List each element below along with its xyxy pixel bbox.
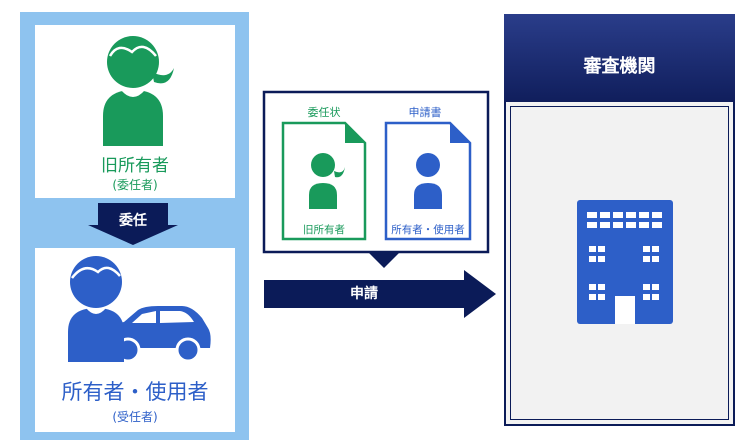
delegate-label: 委任 (119, 213, 147, 229)
letter-title: 委任状 (307, 106, 341, 119)
application-person: 所有者・使用者 (391, 224, 465, 236)
letter-person: 旧所有者 (303, 224, 345, 236)
new-owner-name: 所有者・使用者 (61, 380, 209, 404)
building-icon (577, 200, 673, 324)
apply-label: 申請 (350, 286, 378, 302)
old-owner-name: 旧所有者 (101, 156, 169, 176)
delegate-arrow (88, 203, 178, 245)
agency-title: 審査機関 (583, 56, 656, 77)
agency-header (504, 14, 735, 102)
new-owner-role: (受任者) (112, 410, 158, 424)
person-male-blue-icon (68, 256, 124, 362)
old-owner-role: (委任者) (112, 178, 158, 192)
document-icon (384, 121, 472, 241)
car-icon (104, 306, 211, 363)
person-female-green-icon (103, 36, 174, 146)
apply-arrow (264, 270, 496, 318)
application-title: 申請書 (408, 106, 442, 119)
document-icon (281, 121, 367, 241)
